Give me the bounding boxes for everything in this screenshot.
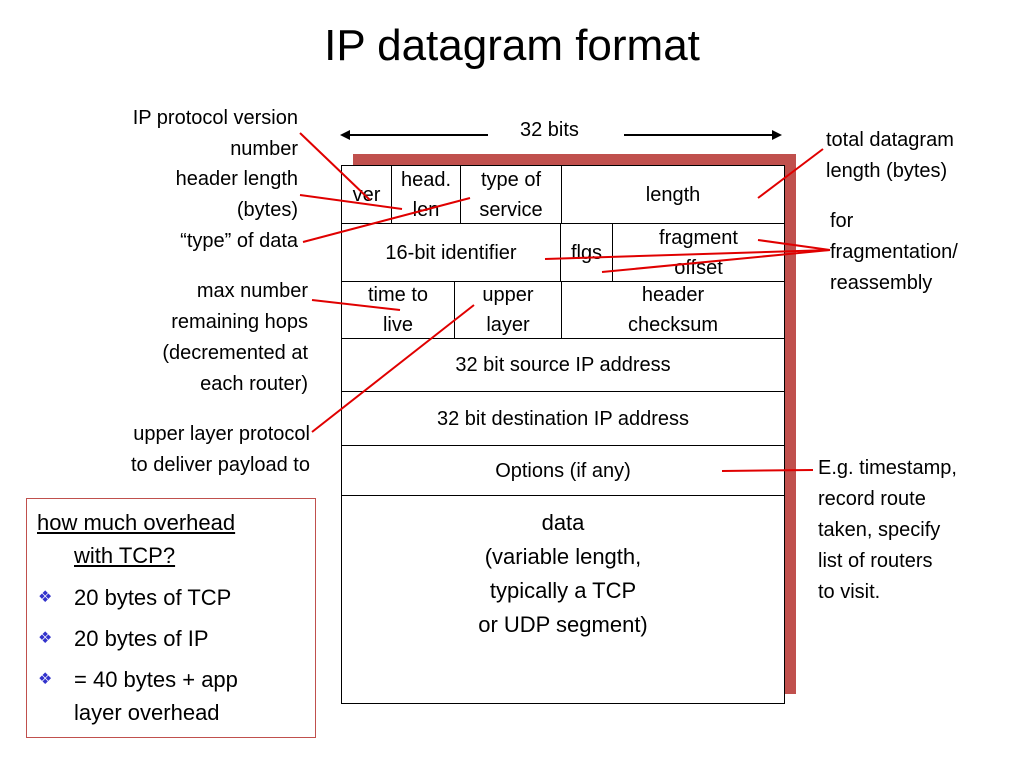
field-tos-label-2: service [479, 198, 543, 221]
pointer-total-length [757, 148, 824, 199]
annotation-options-line-5: to visit. [818, 581, 881, 603]
field-data-label-4: or UDP segment) [478, 612, 648, 637]
field-version: ver [341, 165, 392, 224]
bullet-diamond-icon: ❖ [38, 630, 53, 647]
field-data: data (variable length, typically a TCP o… [341, 495, 785, 704]
overhead-title-2: with TCP? [74, 543, 176, 568]
annotation-max-hops-line-4: each router) [200, 373, 308, 395]
annotation-upper-layer-line-2: to deliver payload to [130, 454, 310, 476]
field-upper-label-2: layer [486, 314, 530, 336]
annotation-ip-version-line-1: IP protocol version [132, 107, 298, 129]
annotation-options: E.g. timestamp, record route taken, spec… [818, 453, 957, 608]
page-title: IP datagram format [324, 21, 700, 70]
annotation-fragmentation: for fragmentation/ reassembly [830, 206, 958, 299]
annotation-fragmentation-line-2: fragmentation/ [830, 241, 958, 263]
field-destination-address: 32 bit destination IP address [341, 391, 785, 446]
overhead-box [26, 498, 316, 738]
pointer-header-length [299, 194, 403, 210]
annotation-total-length-line-1: total datagram [826, 129, 954, 151]
field-source-label: 32 bit source IP address [455, 354, 671, 376]
annotation-fragmentation-line-3: reassembly [830, 272, 933, 294]
annotation-total-length-line-2: length (bytes) [826, 160, 948, 182]
field-tos-label-1: type of [480, 168, 542, 191]
field-upper-label-1: upper [482, 284, 534, 306]
annotation-options-line-1: E.g. timestamp, [818, 457, 957, 479]
pointer-upper-layer [311, 304, 475, 433]
field-header-length-label-1: head. [400, 168, 452, 191]
field-identifier-label: 16-bit identifier [385, 241, 517, 264]
annotation-type-of-data: “type” of data [180, 230, 298, 252]
annotation-upper-layer-line-1: upper layer protocol [133, 423, 310, 445]
overhead-item-total: = 40 bytes + app [74, 667, 238, 692]
annotation-upper-layer: upper layer protocol to deliver payload … [40, 419, 310, 481]
annotation-header-length-line-2: (bytes) [236, 199, 298, 221]
field-checksum-label-1: header [641, 284, 705, 306]
overhead-title-1: how much overhead [37, 510, 236, 535]
annotation-max-hops: max number remaining hops (decremented a… [60, 276, 308, 400]
field-fragment-label-1: fragment [659, 226, 738, 249]
annotation-max-hops-line-2: remaining hops [171, 311, 308, 333]
field-data-label-3: typically a TCP [489, 578, 637, 603]
pointer-options [721, 469, 814, 472]
annotation-header-length: header length (bytes) [60, 164, 298, 226]
annotation-fragmentation-line-1: for [830, 210, 854, 232]
field-options-label: Options (if any) [495, 459, 631, 482]
field-type-of-service: type of service [460, 165, 562, 224]
field-ttl-label-1: time to [367, 284, 429, 306]
pointer-frag-offset [601, 249, 831, 273]
pointer-ttl [311, 299, 401, 311]
annotation-ip-version-line-2: number [230, 138, 298, 160]
annotation-max-hops-line-3: (decremented at [162, 342, 308, 364]
pointer-type-of-data [302, 197, 471, 243]
annotation-ip-version: IP protocol version number [60, 103, 298, 165]
field-checksum-label-2: checksum [627, 314, 719, 336]
field-header-length: head. len [391, 165, 461, 224]
annotation-options-line-4: list of routers [818, 550, 933, 572]
overhead-item-ip: 20 bytes of IP [74, 626, 209, 651]
overhead-item-total-cont: layer overhead [74, 700, 220, 725]
field-options: Options (if any) [341, 445, 785, 496]
bullet-diamond-icon: ❖ [38, 671, 53, 688]
pointer-frag-flags [757, 239, 831, 251]
field-length-label: length [645, 183, 701, 206]
bits-label: 32 bits [520, 119, 579, 141]
field-ttl-label-2: live [382, 314, 413, 336]
annotation-options-line-3: taken, specify [818, 519, 941, 541]
bullet-diamond-icon: ❖ [38, 589, 53, 606]
overhead-item-tcp: 20 bytes of TCP [74, 585, 232, 610]
annotation-header-length-line-1: header length [175, 168, 298, 190]
pointer-version [299, 132, 371, 201]
annotation-total-length: total datagram length (bytes) [826, 125, 954, 187]
annotation-max-hops-line-1: max number [196, 280, 308, 302]
field-source-address: 32 bit source IP address [341, 338, 785, 392]
field-length: length [561, 165, 785, 224]
field-data-label-1: data [541, 510, 585, 535]
field-header-checksum: header checksum [561, 281, 785, 339]
annotation-options-line-2: record route [818, 488, 926, 510]
field-fragment-offset: fragment offset [612, 223, 785, 282]
field-destination-label: 32 bit destination IP address [436, 407, 690, 430]
pointer-frag-identifier [544, 249, 831, 260]
field-data-label-2: (variable length, [484, 544, 642, 569]
